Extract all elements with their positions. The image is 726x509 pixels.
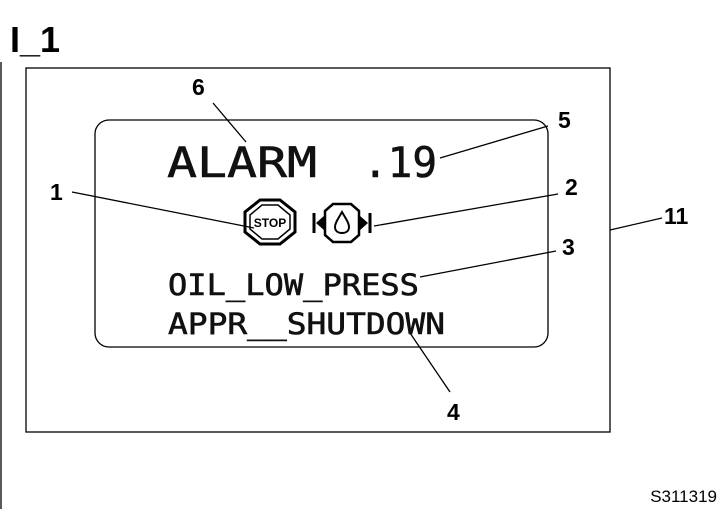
- callout-line-2: [373, 193, 559, 227]
- device-frame: [25, 67, 611, 433]
- lcd-screen: [94, 119, 549, 348]
- figure-title: I_1: [10, 19, 60, 60]
- message-line-2: APPR__SHUTDOWN: [168, 307, 445, 342]
- oil-pressure-icon: [312, 202, 372, 244]
- alarm-label: ALARM: [167, 138, 317, 187]
- callout-4: 4: [447, 399, 460, 425]
- callout-2: 2: [565, 174, 578, 200]
- callout-line-1: [71, 191, 255, 229]
- callout-line-11: [609, 217, 663, 231]
- callout-line-6: [212, 102, 247, 143]
- callout-11: 11: [664, 203, 689, 229]
- figure-code: S311319: [650, 487, 717, 506]
- callout-3: 3: [562, 234, 575, 260]
- message-line-1: OIL_LOW_PRESS: [168, 268, 419, 303]
- callout-line-5: [439, 125, 549, 159]
- alarm-number: .19: [363, 138, 437, 187]
- stop-icon-label: STOP: [254, 216, 286, 230]
- callout-line-4: [409, 332, 451, 393]
- stop-octagon-icon: STOP: [243, 198, 297, 246]
- callout-line-3: [419, 250, 557, 278]
- callout-6: 6: [192, 74, 205, 100]
- callout-1: 1: [50, 179, 63, 205]
- callout-5: 5: [558, 107, 571, 133]
